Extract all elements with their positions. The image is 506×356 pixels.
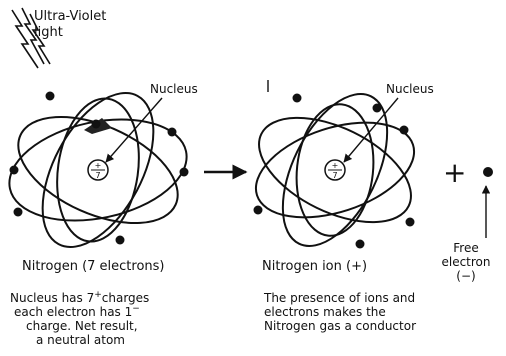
- nitrogen-ion: + 7: [253, 93, 416, 249]
- right-caption: Nitrogen ion (+): [262, 259, 367, 274]
- electron: [45, 91, 55, 101]
- free-electron-label-3: (−): [456, 269, 475, 283]
- left-note-line1b: charges: [102, 291, 150, 305]
- electron: [115, 235, 125, 245]
- right-note: The presence of ions and electrons makes…: [263, 291, 416, 333]
- right-nucleus-label: Nucleus: [386, 82, 434, 96]
- uv-label: Ultra-Violet: [34, 9, 106, 24]
- electron: [405, 217, 415, 227]
- electron: [91, 119, 101, 129]
- uv-label-2: light: [34, 25, 63, 40]
- free-electron-label-1: Free: [453, 241, 478, 255]
- left-nucleus-pointer: [105, 97, 163, 163]
- nucleus-charge-sign: +: [332, 161, 339, 170]
- nucleus-charge-sign: +: [95, 161, 102, 170]
- free-electron: [483, 167, 493, 177]
- left-caption: Nitrogen (7 electrons): [22, 259, 165, 274]
- uv-light-rays: [11, 7, 51, 69]
- electron: [253, 205, 263, 215]
- right-note-line2: electrons makes the: [264, 305, 386, 319]
- svg-text:each electron has 1−: each electron has 1−: [14, 304, 140, 319]
- left-note-line2-sup: −: [132, 304, 140, 314]
- left-note-line3: charge. Net result,: [26, 319, 138, 333]
- electron: [13, 207, 23, 217]
- plus-sign: +: [443, 156, 466, 189]
- svg-text:Nucleus has 7+charges: Nucleus has 7+charges: [10, 290, 149, 305]
- right-note-line3: Nitrogen gas a conductor: [264, 319, 416, 333]
- free-electron-label-2: electron: [441, 255, 490, 269]
- electron: [9, 165, 19, 175]
- nucleus-charge-value: 7: [95, 171, 100, 180]
- electron: [399, 125, 409, 135]
- left-note-line4: a neutral atom: [36, 333, 125, 347]
- left-nucleus-label: Nucleus: [150, 82, 198, 96]
- electron: [292, 93, 302, 103]
- right-nucleus-pointer: [343, 97, 399, 163]
- right-note-line1: The presence of ions and: [263, 291, 415, 305]
- nucleus-charge-value: 7: [332, 171, 337, 180]
- electron: [167, 127, 177, 137]
- electron: [355, 239, 365, 249]
- left-note-line1a: Nucleus has 7: [10, 291, 94, 305]
- electron: [179, 167, 189, 177]
- left-note-line2a: each electron has 1: [14, 305, 132, 319]
- nitrogen-atom: + 7: [8, 91, 189, 248]
- electron: [372, 103, 382, 113]
- left-note-line1-sup: +: [94, 290, 102, 300]
- left-note: Nucleus has 7+charges each electron has …: [10, 290, 149, 347]
